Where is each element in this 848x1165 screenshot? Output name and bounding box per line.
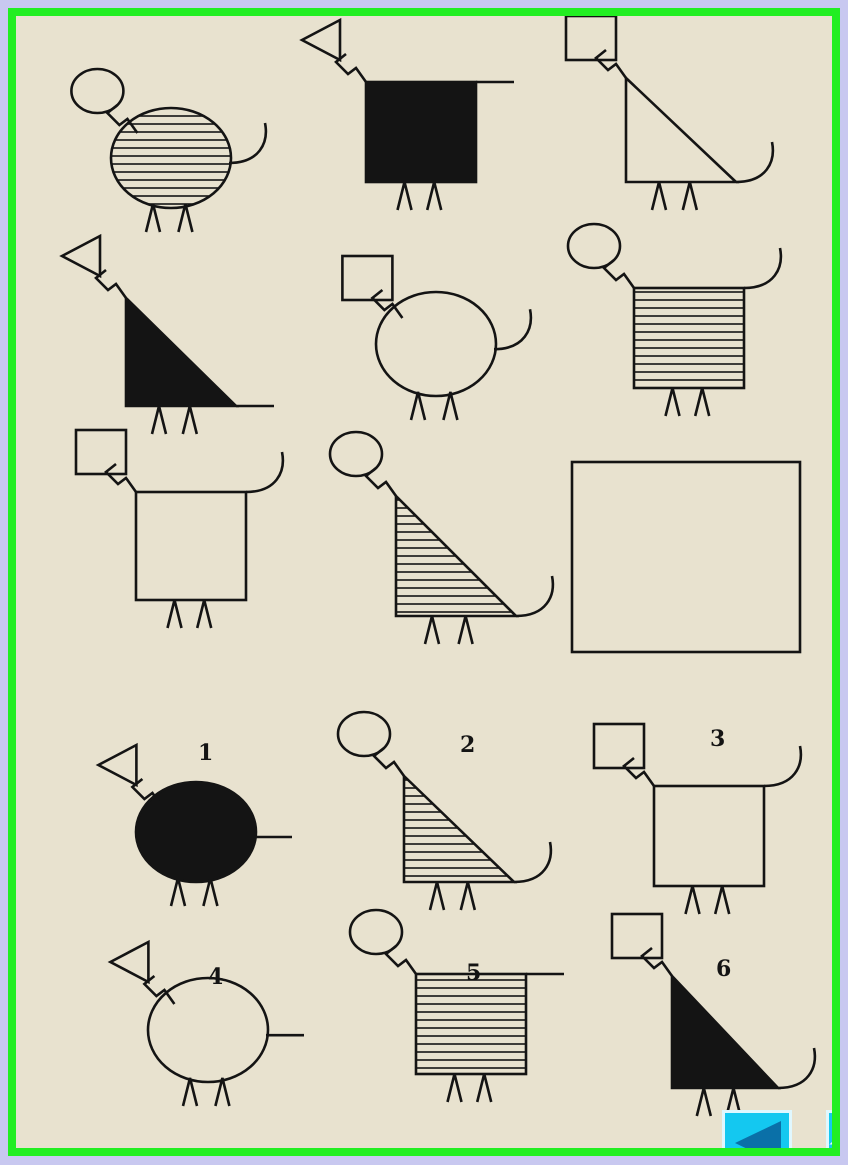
option-3-neck (624, 758, 654, 786)
option-3-leg-1 (686, 886, 700, 914)
option-6-body (672, 976, 778, 1088)
puzzle-frame: 1 2 3 4 5 6 (8, 8, 840, 1156)
house-icon (829, 1113, 840, 1156)
left-triangle-arrow-icon (725, 1113, 789, 1156)
option-5-head (350, 910, 402, 954)
option-3-body (654, 786, 764, 886)
option-3-head (594, 724, 644, 768)
figure-3-tail (736, 142, 773, 182)
figure-3-leg-1 (652, 182, 666, 210)
figure-7-head (76, 430, 126, 474)
option-3-tail (764, 746, 801, 786)
option-6-neck (642, 948, 672, 976)
figure-6-leg-1 (666, 388, 680, 416)
home-button[interactable] (826, 1110, 840, 1156)
figure-3-body (626, 78, 736, 182)
figure-6-head (568, 224, 620, 268)
option-2-head (338, 712, 390, 756)
option-5-leg-1 (448, 1074, 462, 1102)
figure-5-tail (494, 309, 531, 349)
figure-3 (566, 16, 773, 210)
figure-7-body (136, 492, 246, 600)
option-2-leg-2 (461, 882, 475, 910)
figure-7-tail (246, 452, 283, 492)
figure-6-tail (744, 248, 781, 288)
option-6 (612, 914, 815, 1116)
figure-3-leg-2 (683, 182, 697, 210)
figure-4-head (62, 236, 100, 276)
figure-8-leg-1 (425, 616, 439, 644)
figure-4 (62, 236, 274, 434)
option-4-head (110, 942, 148, 982)
option-3 (594, 724, 801, 914)
back-button[interactable] (722, 1110, 792, 1156)
option-2-body (404, 776, 514, 882)
figure-8 (330, 432, 553, 644)
figure-2 (302, 20, 514, 210)
figure-2-head (302, 20, 340, 60)
option-6-tail (778, 1048, 815, 1088)
option-label-2: 2 (460, 732, 475, 758)
figure-7-leg-2 (197, 600, 211, 628)
figure-7 (76, 430, 283, 628)
option-2 (338, 712, 551, 910)
figure-8-body (396, 496, 516, 616)
option-label-1: 1 (198, 740, 213, 766)
figure-2-leg-1 (398, 182, 412, 210)
figure-1-tail (229, 123, 266, 163)
figure-8-tail (516, 576, 553, 616)
option-5 (350, 910, 564, 1102)
figure-6-leg-2 (695, 388, 709, 416)
figure-7-neck (106, 464, 136, 492)
figure-8-leg-2 (459, 616, 473, 644)
option-3-leg-2 (715, 886, 729, 914)
option-2-tail (514, 842, 551, 882)
option-label-5: 5 (466, 960, 481, 986)
missing-figure-box (572, 462, 800, 652)
figure-1 (71, 69, 265, 232)
figure-4-leg-1 (152, 406, 166, 434)
figure-4-leg-2 (183, 406, 197, 434)
figure-6-body (634, 288, 744, 388)
option-label-6: 6 (716, 956, 731, 982)
puzzle-drawing: 1 2 3 4 5 6 (16, 16, 840, 1156)
option-1-head (98, 745, 136, 785)
figure-7-leg-1 (168, 600, 182, 628)
figure-1-head (71, 69, 123, 113)
figure-2-leg-2 (427, 182, 441, 210)
figure-4-body (126, 298, 236, 406)
figure-8-head (330, 432, 382, 476)
option-1 (98, 745, 292, 906)
figure-3-neck (596, 50, 626, 78)
figure-6 (568, 224, 781, 416)
figure-3-head (566, 16, 616, 60)
option-label-4: 4 (208, 964, 223, 990)
figure-5-leg-1 (411, 392, 425, 420)
option-5-body (416, 974, 526, 1074)
option-5-leg-2 (477, 1074, 491, 1102)
option-6-head (612, 914, 662, 958)
option-4-leg-1 (183, 1078, 197, 1106)
option-label-3: 3 (710, 726, 725, 752)
figure-5 (342, 256, 530, 420)
option-6-leg-1 (697, 1088, 711, 1116)
figure-2-body (366, 82, 476, 182)
figure-5-head (342, 256, 392, 300)
option-2-leg-1 (430, 882, 444, 910)
